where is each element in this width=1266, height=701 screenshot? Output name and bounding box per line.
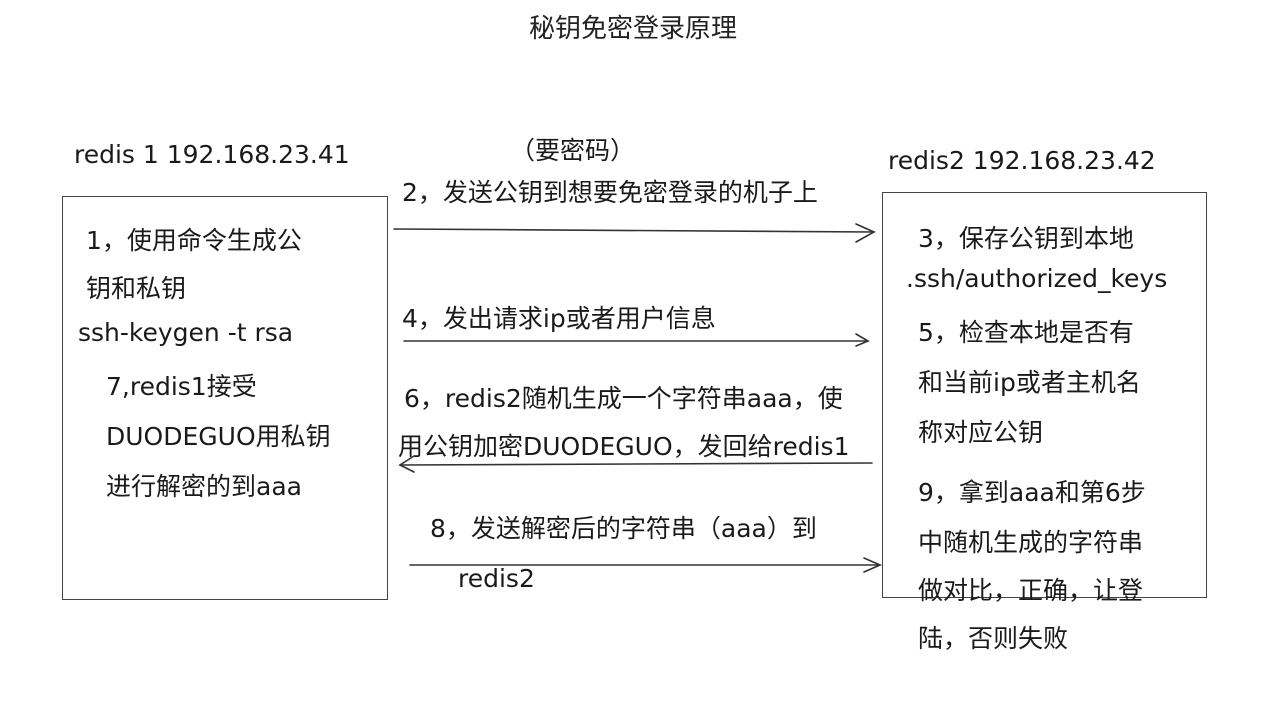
right-step9-line3: 做对比，正确，让登 [918, 576, 1144, 605]
right-step3-line1: 3，保存公钥到本地 [918, 224, 1134, 253]
message-step6-label-line1: 6，redis2随机生成一个字符串aaa，使 [404, 384, 843, 413]
left-step1-line2: 钥和私钥 [86, 274, 187, 303]
right-step5-line1: 5，检查本地是否有 [918, 318, 1134, 347]
arrow-step8-to-redis2 [409, 557, 882, 573]
right-step3-line2: .ssh/authorized_keys [906, 264, 1168, 293]
message-step4-label: 4，发出请求ip或者用户信息 [402, 304, 716, 333]
message-step8-label-line1: 8，发送解密后的字符串（aaa）到 [430, 514, 817, 543]
message-step2-label: 2，发送公钥到想要免密登录的机子上 [402, 178, 818, 207]
right-step5-line3: 称对应公钥 [918, 418, 1044, 447]
left-step7-line3: 进行解密的到aaa [106, 472, 302, 501]
right-host-label: redis2 192.168.23.42 [888, 146, 1156, 175]
left-step1-command: ssh-keygen -t rsa [78, 318, 294, 347]
right-step9-line4: 陆，否则失败 [918, 624, 1069, 653]
message-step8-label-line2: redis2 [458, 564, 535, 593]
left-step7-line2: DUODEGUO用私钥 [106, 422, 331, 451]
left-host-label: redis 1 192.168.23.41 [74, 140, 350, 169]
diagram-title: 秘钥免密登录原理 [528, 14, 737, 44]
arrow-step4-to-redis2 [403, 333, 870, 347]
left-step1-line1: 1，使用命令生成公 [86, 226, 302, 255]
need-password-note: （要密码） [510, 136, 636, 165]
left-node-box [62, 196, 388, 600]
right-node-box [882, 192, 1207, 598]
message-step6-label-line2: 用公钥加密DUODEGUO，发回给redis1 [398, 432, 850, 461]
right-step5-line2: 和当前ip或者主机名 [918, 368, 1141, 397]
right-step9-line2: 中随机生成的字符串 [918, 528, 1144, 557]
arrow-step6-to-redis1 [398, 455, 873, 473]
right-step9-line1: 9，拿到aaa和第6步 [918, 478, 1146, 507]
left-step7-line1: 7,redis1接受 [106, 372, 257, 401]
arrow-step2-to-redis2 [393, 223, 876, 243]
